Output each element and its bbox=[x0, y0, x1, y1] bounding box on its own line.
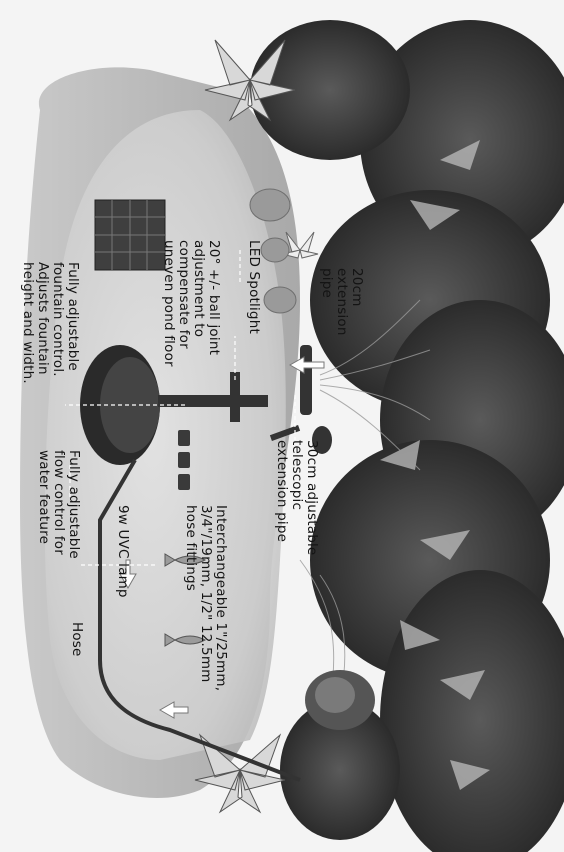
label-hose-fittings: Interchangeable 1"/25mm, 3/4"/19mm, 1/2"… bbox=[183, 505, 228, 691]
label-fountain-control: Fully adjustable fountain control. Adjus… bbox=[20, 262, 80, 384]
label-hose: Hose bbox=[69, 622, 84, 657]
label-telescopic-pipe: 30cm adjustable telescopic extension pip… bbox=[274, 440, 319, 555]
label-ball-joint: 20° +/- ball joint adjustment to compens… bbox=[161, 240, 221, 367]
label-flow-control: Fully adjustable flow control for water … bbox=[36, 450, 81, 559]
label-extension-pipe: 20cm extension pipe bbox=[319, 268, 364, 336]
label-led-spotlight: LED Spotlight bbox=[246, 240, 261, 334]
label-uvc-lamp: 9w UVC lamp bbox=[115, 505, 130, 598]
